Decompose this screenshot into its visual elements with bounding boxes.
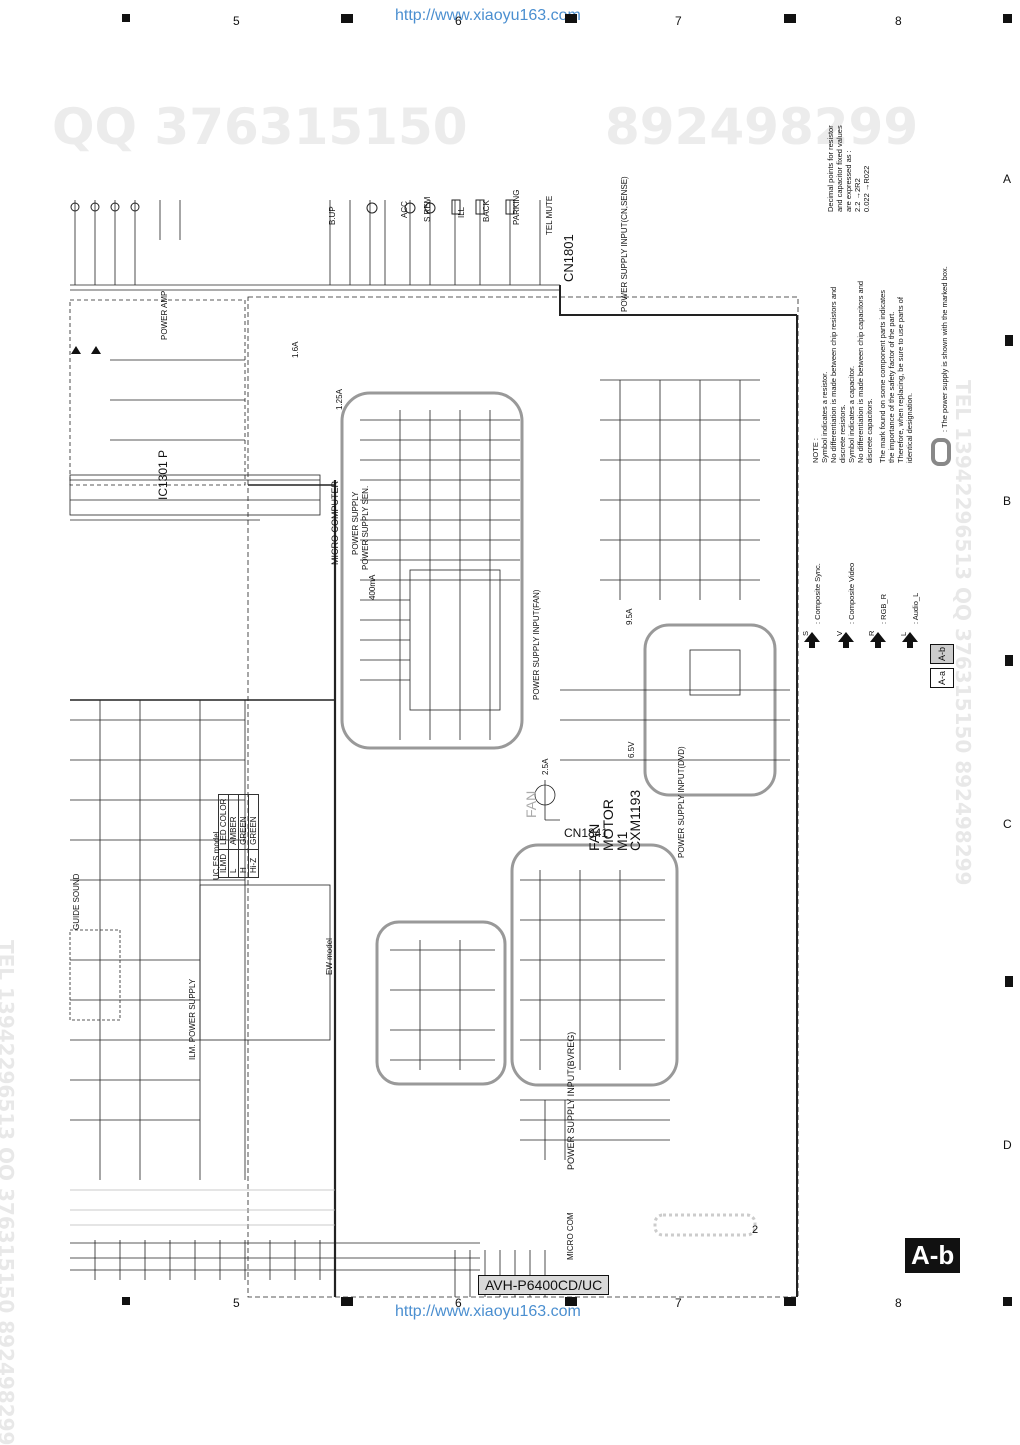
fuse-value: 400mA (368, 574, 377, 600)
column-number: 5 (233, 1296, 240, 1310)
block-psu-dvd: POWER SUPPLY INPUT(DVD) (677, 746, 686, 858)
block-micro-computer: MICRO COMPUTER (330, 481, 340, 565)
registration-mark (122, 14, 130, 22)
column-number: 7 (675, 14, 682, 28)
safety-note: The mark found on some component parts i… (878, 289, 887, 463)
registration-mark (784, 14, 796, 23)
led-cell: L (228, 849, 239, 878)
tab-a-a[interactable]: A-a (930, 668, 954, 688)
led-cell: AMBER (228, 794, 239, 850)
fuse-value: 9.5A (625, 608, 634, 625)
fan-part: CXM1193 (627, 789, 643, 851)
fan-line: FAN (586, 823, 602, 851)
registration-mark (1005, 655, 1013, 666)
led-cell: GREEN (238, 794, 249, 850)
pin-b-up: B.UP (328, 206, 337, 225)
row-letter: C (1003, 817, 1012, 831)
note-block: NOTE : Symbol indicates a resistor. No d… (811, 280, 914, 463)
fuse-value: 2.5A (541, 758, 550, 775)
resistor-note: Symbol indicates a resistor. (820, 371, 829, 463)
led-table-title: UC,ES model (212, 831, 221, 880)
registration-mark (341, 14, 353, 23)
block-power-amp: POWER AMP (160, 290, 169, 340)
legend-key: V (835, 630, 844, 636)
tab-a-b[interactable]: A-b (930, 644, 954, 664)
block-psu-fan: POWER SUPPLY INPUT(FAN) (532, 589, 541, 700)
registration-mark (565, 1297, 577, 1306)
sheet-number: 2 (752, 1224, 759, 1236)
column-number: 8 (895, 1296, 902, 1310)
column-number: 8 (895, 14, 902, 28)
watermark-qq: QQ 376315150 (52, 98, 468, 156)
registration-mark (1003, 1297, 1012, 1306)
registration-mark (784, 1297, 796, 1306)
row-letter: B (1003, 494, 1012, 508)
registration-mark (1003, 14, 1012, 23)
column-number: 6 (455, 1296, 462, 1310)
registration-mark (122, 1297, 130, 1305)
top-url[interactable]: http://www.xiaoyu163.com (395, 7, 581, 24)
decimal-notes: Decimal points for resistor and capacito… (826, 125, 871, 212)
fuse-value: 1.25A (335, 389, 344, 410)
registration-mark (1005, 976, 1013, 987)
legend-composite-sync: : Composite Sync. (813, 563, 822, 624)
block-psu-sen: POWER SUPPLY SEN. (361, 485, 370, 570)
model-number: AVH-P6400CD/UC (478, 1275, 610, 1295)
connector-cn1841: CN1841 (564, 826, 609, 840)
row-letter: D (1003, 1138, 1012, 1152)
legend-key: R (867, 630, 876, 636)
connector-cn1801: CN1801 (561, 234, 576, 282)
row-letter: A (1003, 172, 1012, 186)
page-badge: A-b (905, 1238, 961, 1273)
fuse-value: 1.6A (291, 341, 300, 358)
block-psu-sense: POWER SUPPLY INPUT(CN,SENSE) (620, 176, 629, 312)
pin-back: BACK (482, 200, 491, 222)
pin-ill: ILL (457, 206, 466, 218)
note-title: NOTE : (811, 437, 820, 463)
column-number: 7 (675, 1296, 682, 1310)
fuse-value: 6.5V (627, 741, 636, 758)
power-note: : The power supply is shown with the mar… (940, 266, 949, 432)
led-color-table: ILMD LED COLOR L AMBER H GREEN Hi-Z GREE… (218, 794, 259, 878)
column-number: 6 (455, 14, 462, 28)
legend-key: L (899, 631, 908, 636)
watermark-phone: 892498299 (605, 98, 919, 156)
pin-parking: PARKING (512, 189, 521, 225)
capacitor-note: Symbol indicates a capacitor. (847, 365, 856, 463)
legend-rgb-r: : RGB_R (879, 593, 888, 624)
led-table: ILMD LED COLOR L AMBER H GREEN Hi-Z GREE… (218, 794, 259, 878)
column-number: 5 (233, 14, 240, 28)
block-micro-com: MICRO COM (566, 1212, 575, 1260)
led-cell: Hi-Z (248, 849, 259, 878)
block-ic1301: IC1301 P (156, 449, 170, 500)
block-ilm-power: ILM. POWER SUPPLY (188, 978, 197, 1060)
block-ew-model: EW model (325, 938, 334, 975)
bottom-url[interactable]: http://www.xiaoyu163.com (395, 1303, 581, 1320)
registration-mark (565, 14, 577, 23)
registration-mark (341, 1297, 353, 1306)
pin-s-rem: S REM (423, 196, 432, 222)
legend-composite-video: : Composite Video (847, 562, 856, 624)
pin-acc: ACC (400, 201, 409, 218)
registration-mark (1005, 335, 1013, 346)
led-cell: H (238, 849, 249, 878)
block-psu-bvreg: POWER SUPPLY INPUT(BVREG) (566, 1031, 576, 1170)
block-guide-sound: GUIDE SOUND (72, 873, 81, 930)
block-psu: POWER SUPPLY (351, 491, 360, 555)
led-cell: GREEN (248, 794, 259, 850)
schematic-diagram (69, 199, 951, 1298)
fan-label: FAN (523, 790, 539, 818)
pin-tel-mute: TEL MUTE (545, 195, 554, 235)
legend-key: S (801, 630, 810, 636)
legend-audio-l: : Audio_L (911, 592, 920, 624)
